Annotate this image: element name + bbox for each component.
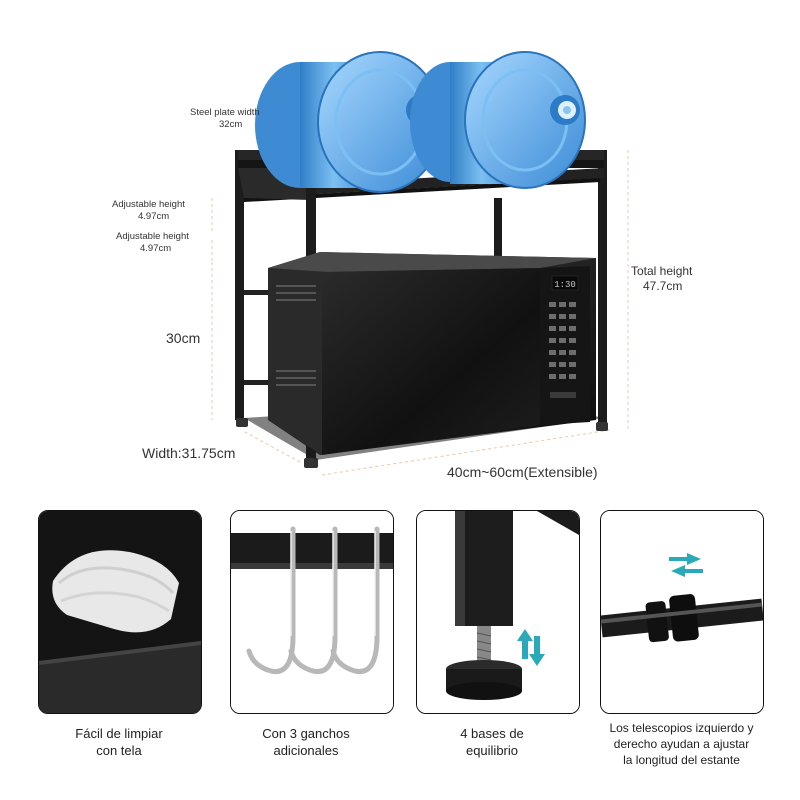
hook-icon	[246, 526, 380, 675]
feature-caption-cloth: Fácil de limpiar con tela	[75, 726, 163, 758]
cloth-icon	[52, 550, 179, 633]
steel-plate-value: 32cm	[219, 119, 243, 130]
shelf-illustration: 1:30	[211, 51, 629, 476]
adjustable-height-value-2: 4.97cm	[140, 243, 172, 254]
total-height-value: 47.7cm	[643, 279, 683, 293]
up-down-arrow-icon	[517, 629, 545, 666]
lower-height-label: 30cm	[166, 330, 201, 346]
adjustable-height-value-1: 4.97cm	[138, 211, 170, 222]
feature-caption-feet: 4 bases de equilibrio	[460, 726, 524, 758]
width-label: Width:31.75cm	[142, 445, 236, 461]
telescopic-tube-icon	[601, 594, 763, 643]
feature-panel-telescopic	[600, 510, 764, 714]
feature-caption-telescopic: Los telescopios izquierdo y derecho ayud…	[609, 721, 754, 767]
microwave-display: 1:30	[554, 280, 576, 290]
length-label: 40cm~60cm(Extensible)	[447, 464, 598, 480]
adjustable-height-label-1: Adjustable height	[112, 199, 185, 210]
total-height-label: Total height	[631, 264, 693, 278]
feature-panel-feet	[416, 510, 580, 714]
microwave: 1:30	[268, 252, 596, 455]
feature-panel-cloth	[38, 510, 202, 714]
left-right-arrow-icon	[669, 553, 703, 577]
foot-pad-icon	[446, 660, 522, 700]
adjustable-height-label-2: Adjustable height	[116, 231, 189, 242]
water-bottle-right	[410, 51, 586, 189]
steel-plate-label: Steel plate width	[190, 107, 260, 118]
feature-panel-hooks	[230, 510, 394, 714]
feature-caption-hooks: Con 3 ganchos adicionales	[262, 726, 350, 758]
